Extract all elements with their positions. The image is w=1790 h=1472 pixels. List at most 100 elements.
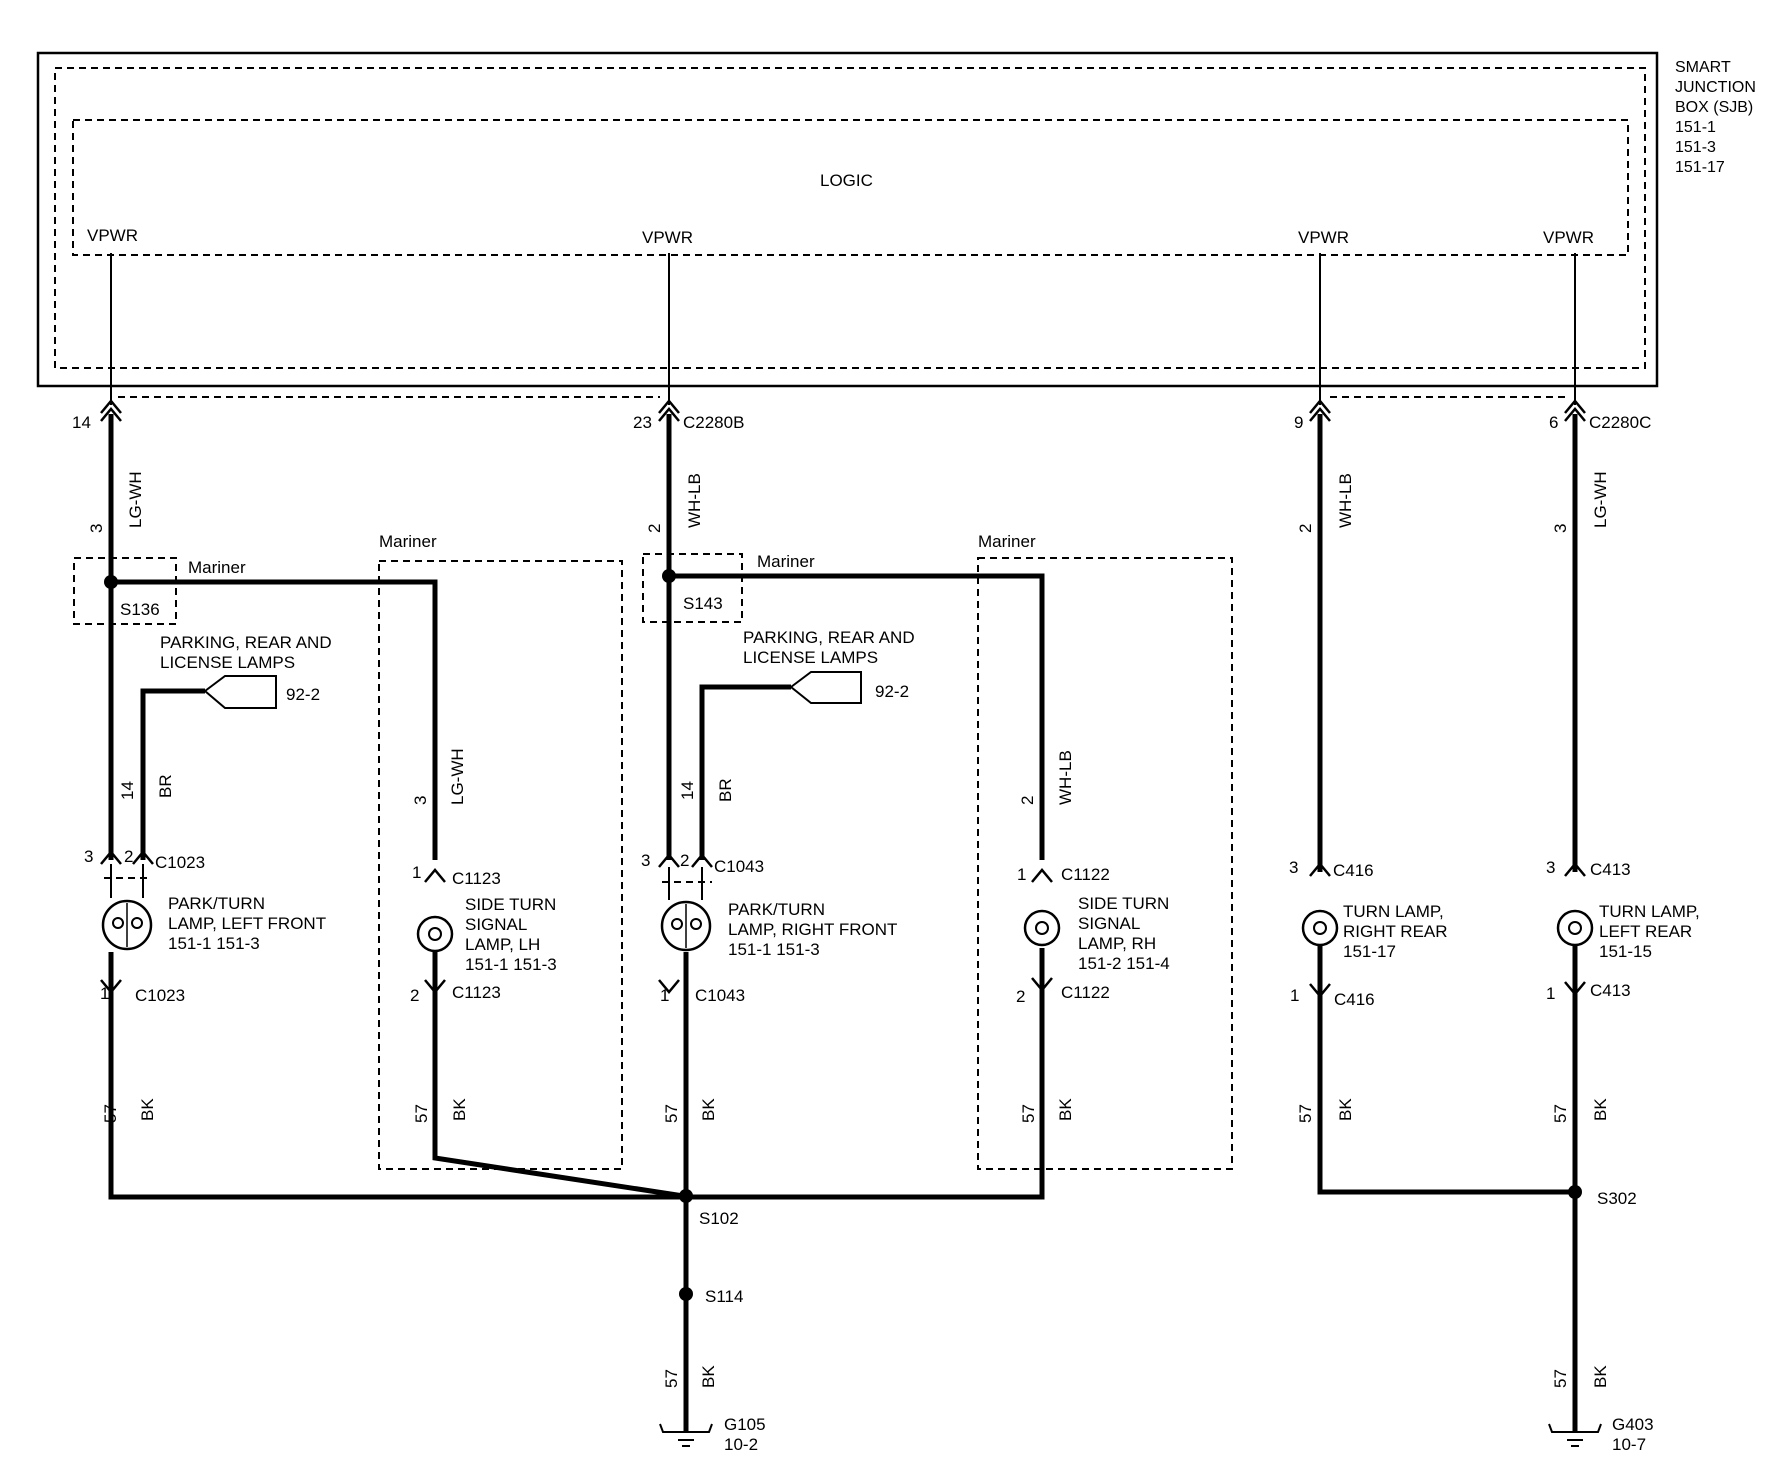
c1043-pin-2: 2 xyxy=(680,851,689,870)
c413-pin-1: 1 xyxy=(1546,984,1555,1003)
vpwr-label-2: VPWR xyxy=(642,228,693,247)
turn-lamp-left-rear-label: TURN LAMP, LEFT REAR 151-15 xyxy=(1599,902,1700,961)
c416-top-label: C416 xyxy=(1333,861,1374,880)
sjb-title-line: 151-1 xyxy=(1675,119,1716,136)
g105-ref: 10-2 xyxy=(724,1435,758,1454)
lamp-label-line: LAMP, LH xyxy=(465,935,540,954)
s114-label: S114 xyxy=(705,1287,743,1306)
parking-ref-2-page: 92-2 xyxy=(875,682,909,701)
c1123-pin-2: 2 xyxy=(410,986,419,1005)
c416-pin-1: 1 xyxy=(1290,986,1299,1005)
s136-label: S136 xyxy=(120,600,160,619)
wire-num-br-2: 14 xyxy=(678,781,697,800)
side-turn-lamp-lh-label: SIDE TURN SIGNAL LAMP, LH 151-1 151-3 xyxy=(465,895,557,974)
parking-ref-1-flag xyxy=(203,675,277,709)
lamp-label-line: LAMP, RIGHT FRONT xyxy=(728,920,897,939)
parking-ref-1-line: LICENSE LAMPS xyxy=(160,653,295,672)
wire-wh-lb-side-rh xyxy=(669,573,1045,860)
g403-ref: 10-7 xyxy=(1612,1435,1646,1454)
wire-num-1: 3 xyxy=(87,524,106,533)
c1123-pin-1: 1 xyxy=(412,863,421,882)
parking-ref-1-page: 92-2 xyxy=(286,685,320,704)
sjb-inner-dashed xyxy=(54,67,1646,369)
c413-pin-3: 3 xyxy=(1546,858,1555,877)
wire-num-bk-3: 57 xyxy=(662,1104,681,1123)
park-turn-lamp-right-front-label: PARK/TURN LAMP, RIGHT FRONT 151-1 151-3 xyxy=(728,900,897,959)
lamp-label-line: 151-1 151-3 xyxy=(465,955,557,974)
splice-s114 xyxy=(679,1287,693,1301)
wire-num-bk-7: 57 xyxy=(1551,1104,1570,1123)
wire-num-bk-2: 57 xyxy=(412,1104,431,1123)
lamp-label-line: SIDE TURN xyxy=(1078,894,1169,913)
c1023-top-label: C1023 xyxy=(155,853,205,872)
lamp-label-line: TURN LAMP, xyxy=(1343,902,1444,921)
parking-ref-2: PARKING, REAR AND LICENSE LAMPS 92-2 xyxy=(743,628,915,701)
wire-bk-side-lh xyxy=(432,952,691,1200)
side-turn-lamp-rh-label: SIDE TURN SIGNAL LAMP, RH 151-2 151-4 xyxy=(1078,894,1170,973)
c1043-bottom-label: C1043 xyxy=(695,986,745,1005)
park-turn-lamp-left-front-icon xyxy=(101,899,153,951)
s302-label: S302 xyxy=(1597,1189,1637,1208)
lamp-label-line: LEFT REAR xyxy=(1599,922,1692,941)
lamp-label-line: 151-1 151-3 xyxy=(168,934,260,953)
vpwr-label-1: VPWR xyxy=(87,226,138,245)
lamp-label-line: SIDE TURN xyxy=(465,895,556,914)
turn-lamp-left-rear-icon xyxy=(1556,909,1594,947)
pin-23-label: 23 xyxy=(633,413,652,432)
connector-c1043-top xyxy=(658,853,713,868)
lamp-label-line: PARK/TURN xyxy=(728,900,825,919)
mariner-label-3: Mariner xyxy=(757,552,815,571)
connector-c1123-top xyxy=(424,868,446,883)
wire-color-bk-5: BK xyxy=(699,1365,718,1388)
c1122-top-label: C1122 xyxy=(1061,865,1110,884)
vpwr-label-4: VPWR xyxy=(1543,228,1594,247)
vpwr-label-3: VPWR xyxy=(1298,228,1349,247)
wire-color-bk-4: BK xyxy=(1056,1098,1075,1121)
c416-bottom-label: C416 xyxy=(1334,990,1375,1009)
connector-c1043-bottom xyxy=(658,979,680,994)
wire-color-bk-8: BK xyxy=(1591,1365,1610,1388)
connector-c416-top xyxy=(1309,862,1331,877)
c1122-pin-2: 2 xyxy=(1016,987,1025,1006)
c1023-bottom-label: C1023 xyxy=(135,986,185,1005)
wire-color-lg-wh-4: LG-WH xyxy=(1591,471,1610,528)
lamp-label-line: 151-15 xyxy=(1599,942,1652,961)
connector-pin-9 xyxy=(1309,399,1331,422)
wire-bk-1 xyxy=(108,952,690,1200)
parking-ref-1-line: PARKING, REAR AND xyxy=(160,633,332,652)
wire-color-bk-2: BK xyxy=(450,1098,469,1121)
wire-num-3: 2 xyxy=(1296,524,1315,533)
pin-9-label: 9 xyxy=(1294,413,1303,432)
wire-num-br-1: 14 xyxy=(118,781,137,800)
wire-num-4: 3 xyxy=(1551,524,1570,533)
wire-num-2: 2 xyxy=(645,524,664,533)
connector-c1023-top xyxy=(100,850,154,865)
connector-pin-23 xyxy=(658,399,680,422)
c1123-bottom-label: C1123 xyxy=(452,983,501,1002)
c416-pin-3: 3 xyxy=(1289,858,1298,877)
lamp-label-line: TURN LAMP, xyxy=(1599,902,1700,921)
sjb-title-line: JUNCTION xyxy=(1675,79,1756,96)
turn-lamp-right-rear-icon xyxy=(1301,909,1339,947)
mariner-box-side-rh xyxy=(977,557,1233,1170)
c1122-bottom-label: C1122 xyxy=(1061,983,1110,1002)
wire-br-2 xyxy=(699,684,791,860)
park-turn-lamp-left-front-label: PARK/TURN LAMP, LEFT FRONT 151-1 151-3 xyxy=(168,894,326,953)
mariner-label-4: Mariner xyxy=(978,532,1036,551)
lamp-label-line: LAMP, LEFT FRONT xyxy=(168,914,326,933)
wire-color-bk-1: BK xyxy=(138,1098,157,1121)
wire-num-bk-1: 57 xyxy=(101,1104,120,1123)
s143-dashed-box xyxy=(642,553,743,623)
c413-top-label: C413 xyxy=(1590,860,1631,879)
wire-num-wh-lb-side: 2 xyxy=(1018,796,1037,805)
pin-14-label: 14 xyxy=(72,413,91,432)
side-turn-lamp-rh-icon xyxy=(1023,909,1061,947)
logic-label: LOGIC xyxy=(820,171,873,190)
c2280c-label: C2280C xyxy=(1589,413,1651,432)
connector-c1122-top xyxy=(1031,868,1053,883)
wire-num-bk-5: 57 xyxy=(662,1369,681,1388)
sjb-title-line: BOX (SJB) xyxy=(1675,99,1753,116)
turn-lamp-right-rear-label: TURN LAMP, RIGHT REAR 151-17 xyxy=(1343,902,1448,961)
wire-num-bk-6: 57 xyxy=(1296,1104,1315,1123)
